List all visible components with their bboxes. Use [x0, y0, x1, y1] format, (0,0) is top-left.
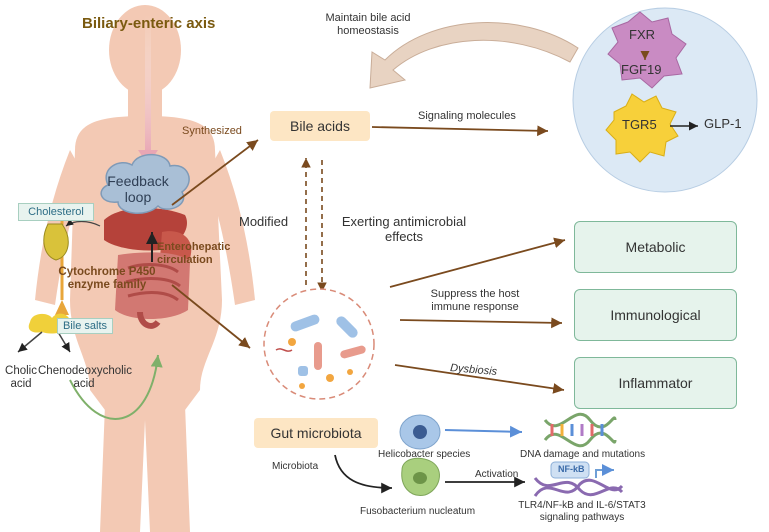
- nfkb-label: NF-kB: [558, 464, 585, 474]
- fxr-receptor-shape: [607, 11, 687, 89]
- feedback-loop-cloud: [100, 153, 190, 214]
- nfkb-dna-icon: [533, 461, 624, 497]
- green-return-arrow: [69, 354, 163, 420]
- glp1-label: GLP-1: [704, 116, 742, 131]
- fgf19-label: FGF19: [621, 62, 662, 77]
- bacteria-illustration: [275, 314, 366, 389]
- activation-label: Activation: [475, 469, 519, 480]
- bile-acids-box: Bile acids: [270, 111, 370, 141]
- synthesized-label: Synthesized: [182, 125, 242, 137]
- cholesterol-label: Cholesterol: [18, 203, 94, 221]
- fxr-label: FXR: [629, 27, 655, 42]
- enterohepatic-label: Enterohepatic circulation: [157, 241, 231, 266]
- microbiota-arrow: [334, 454, 393, 494]
- outcome-metabolic: Metabolic: [574, 221, 737, 273]
- helicobacter-arrow: [444, 425, 523, 438]
- helicobacter-nucleus: [413, 425, 427, 439]
- dna-damage-label: DNA damage and mutations: [520, 449, 646, 460]
- signaling-label: Signaling molecules: [418, 110, 516, 122]
- inflammatory-arrow: [394, 364, 565, 394]
- microbiota-label: Microbiota: [272, 461, 319, 472]
- diagram-title: Biliary-enteric axis: [82, 15, 216, 32]
- gallbladder-icon: [43, 223, 69, 261]
- cholesterol-arrow: [65, 218, 101, 227]
- pink-arrow-shaft: [145, 15, 151, 155]
- exerting-label: Exerting antimicrobial effects: [341, 214, 467, 244]
- cdca-label: Chenodeoxycholic acid: [38, 365, 132, 391]
- modified-label: Modified: [239, 214, 289, 229]
- bile-duct-arrow: [55, 300, 69, 315]
- helicobacter-label: Helicobacter species: [378, 449, 471, 460]
- body-to-microbiota-arrow: [171, 284, 251, 349]
- cholic-acid-label: Cholic acid: [5, 365, 37, 391]
- fusobacterium-label: Fusobacterium nucleatum: [360, 506, 476, 517]
- fusobacterium-nucleus: [413, 472, 427, 484]
- cytochrome-label: Cytochrome P450 enzyme family: [58, 266, 156, 292]
- suppress-label: Suppress the host immune response: [430, 288, 520, 313]
- tgr5-receptor-shape: [605, 93, 679, 163]
- gut-microbiota-box: Gut microbiota: [254, 418, 378, 448]
- bile-salts-label: Bile salts: [57, 318, 113, 334]
- homeostasis-curved-arrow: [369, 22, 579, 89]
- tgr5-label: TGR5: [622, 117, 657, 132]
- outcome-inflammatory: Inflammator: [574, 357, 737, 409]
- cdca-arrow: [57, 331, 71, 353]
- pathways-label: TLR4/NF-kB and IL-6/STAT3 signaling path…: [518, 500, 646, 523]
- dna-icon: [543, 412, 617, 448]
- cholic-acid-arrow: [17, 331, 43, 353]
- outcome-immunological: Immunological: [574, 289, 737, 341]
- synthesized-arrow: [171, 139, 259, 206]
- signaling-arrow: [371, 125, 549, 137]
- maintain-homeostasis-label: Maintain bile acid homeostasis: [325, 12, 411, 37]
- feedback-loop-label: Feedback loop: [107, 173, 169, 206]
- metabolic-arrow: [389, 237, 566, 288]
- immunological-arrow: [399, 317, 563, 329]
